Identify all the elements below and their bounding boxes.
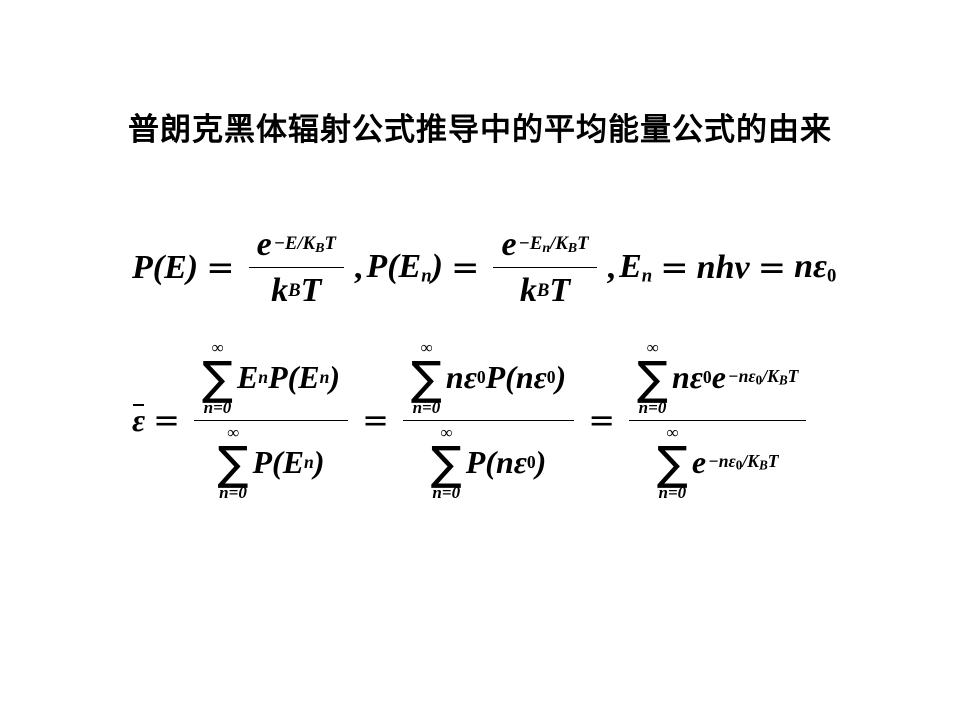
summation: ∞ ∑ n=0 bbox=[656, 422, 688, 502]
summation: ∞ ∑ n=0 bbox=[217, 422, 249, 502]
exponent: −En/KBT bbox=[518, 232, 589, 256]
slide-title: 普朗克黑体辐射公式推导中的平均能量公式的由来 bbox=[128, 112, 832, 148]
exponent: −nε0/KBT bbox=[708, 451, 779, 473]
equals-sign: = bbox=[206, 248, 235, 288]
exponent: −E/KBT bbox=[273, 232, 336, 256]
exponent: −nε0/KBT bbox=[727, 366, 799, 388]
summation: ∞ ∑ n=0 bbox=[637, 337, 668, 417]
summation: ∞ ∑ n=0 bbox=[410, 337, 442, 417]
fraction-bar bbox=[629, 419, 807, 421]
summation: ∞ ∑ n=0 bbox=[430, 422, 462, 502]
p-of-en: P(En) bbox=[366, 248, 443, 287]
fraction-bar bbox=[493, 266, 597, 268]
fraction-bar bbox=[248, 266, 344, 268]
numerator: e−En/KBT bbox=[501, 225, 589, 263]
average-energy-symbol: ε bbox=[132, 401, 146, 438]
energy-level: En bbox=[619, 248, 653, 287]
p-of-e: P(E) bbox=[132, 249, 199, 286]
summation: ∞ ∑ n=0 bbox=[201, 337, 233, 417]
fraction-bar bbox=[402, 419, 575, 421]
numerator: e−E/KBT bbox=[256, 225, 336, 263]
fraction-bar bbox=[193, 419, 349, 421]
